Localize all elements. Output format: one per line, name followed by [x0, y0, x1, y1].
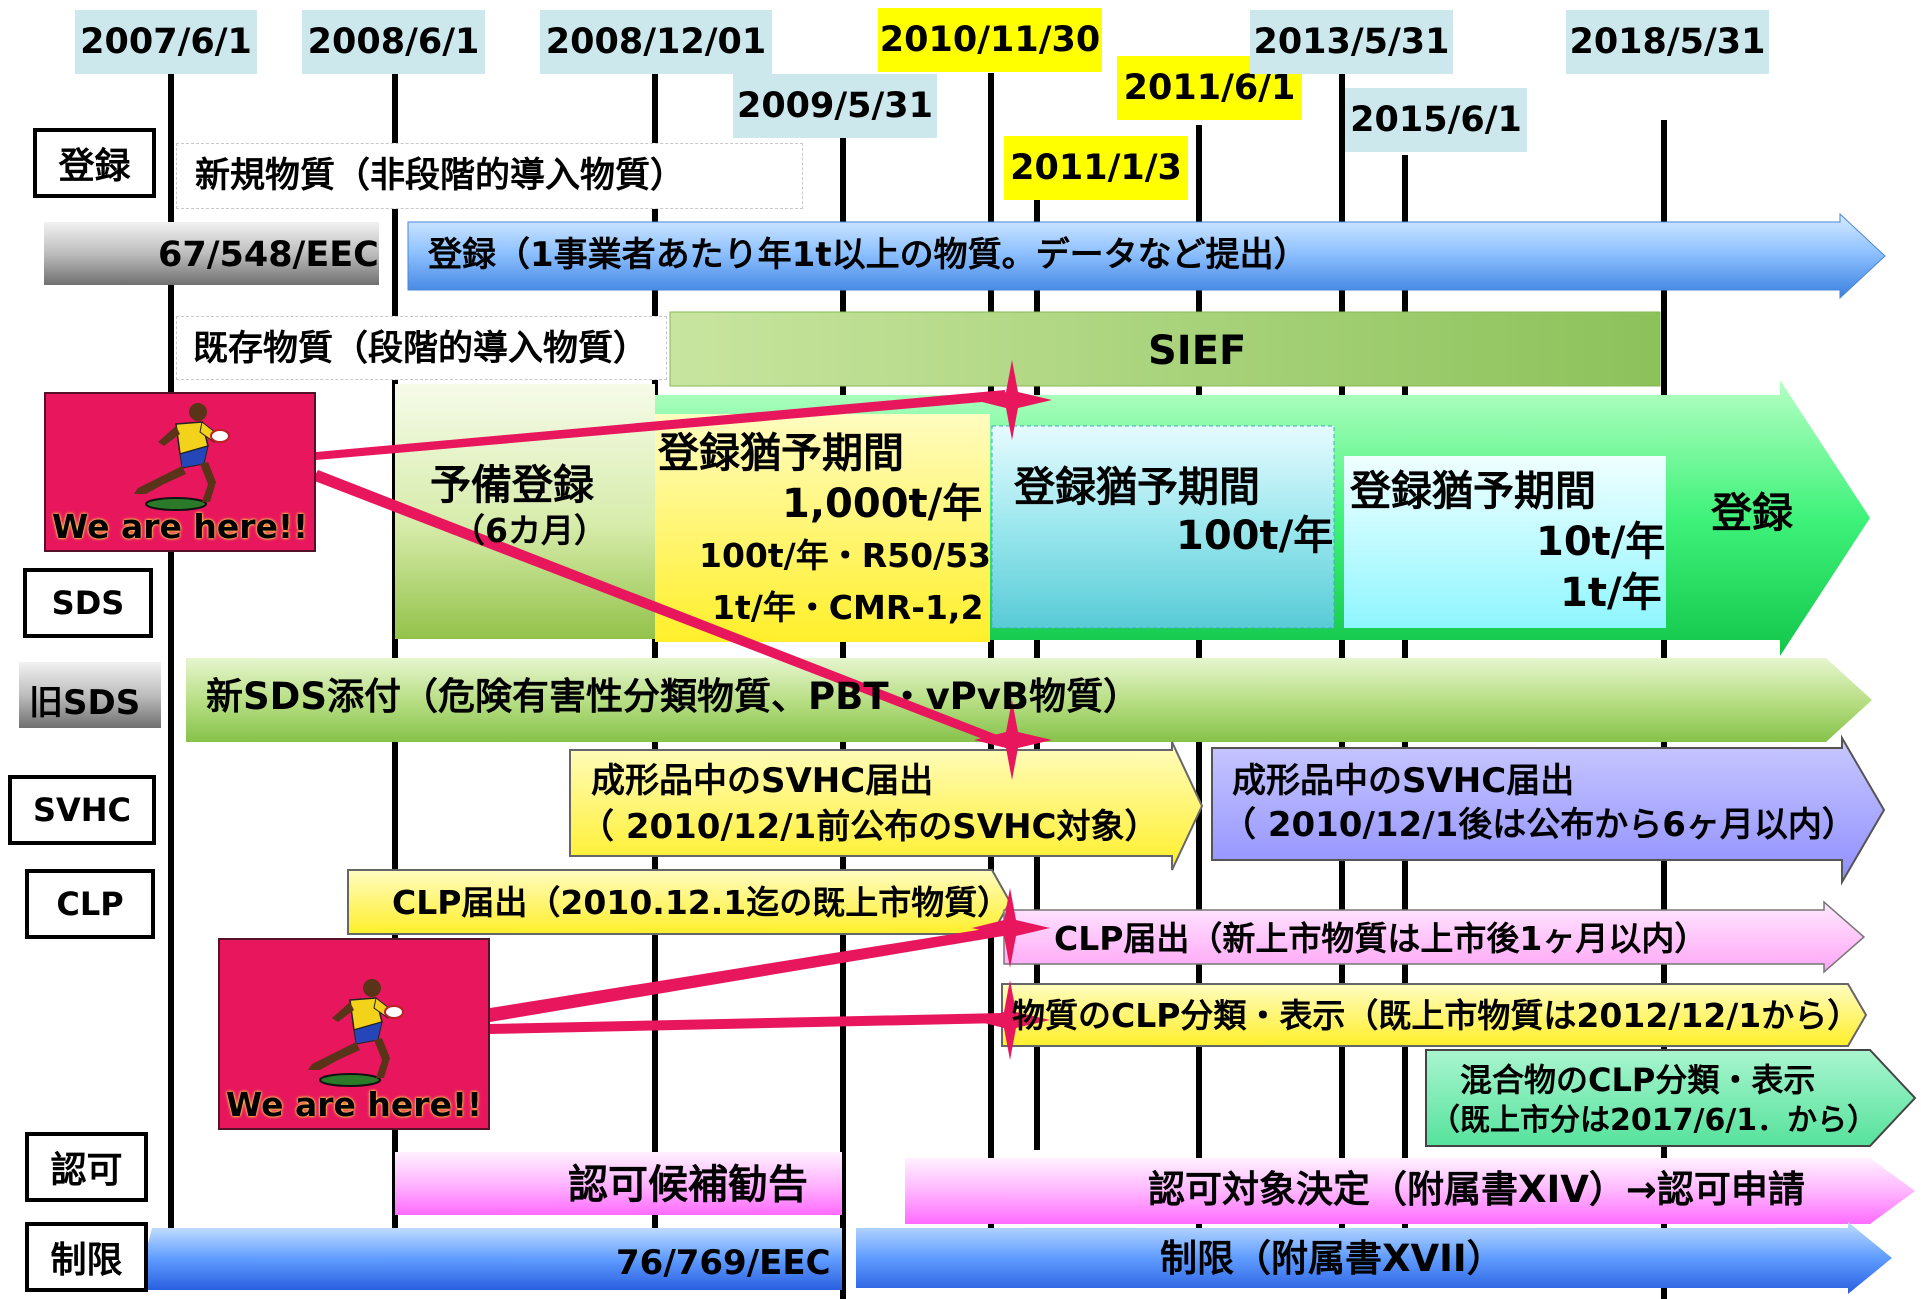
authorization-candidate-shape: [395, 1152, 842, 1215]
authorization-decision-arrow-shape: [905, 1158, 1915, 1224]
clp-classification-arrow-shape: [1001, 983, 1868, 1047]
new-sds-label: 新SDS添付（危険有害性分類物質、PBT・vPvB物質）: [206, 675, 1141, 718]
clp-classification-label: 物質のCLP分類・表示（既上市物質は2012/12/1から）: [1012, 996, 1861, 1035]
registration-arrow-shape: [407, 212, 1886, 300]
new-substances-box: [176, 143, 803, 209]
rugby-player-icon: [308, 979, 404, 1087]
pre-registration-period: （6カ月）: [452, 511, 607, 550]
star-shape: [974, 360, 1052, 440]
row-label-authorization: 認可: [25, 1132, 148, 1202]
old-directive-67-bar: [44, 222, 379, 285]
we-are-here-label: We are here!!: [51, 507, 309, 546]
phase2-tonnage: 100t/年: [1176, 513, 1334, 559]
row-label-clp: CLP: [25, 869, 155, 939]
star-shape: [972, 888, 1050, 968]
restriction-annex-label: 制限（附属書XVII）: [1160, 1237, 1504, 1280]
star-shape: [974, 700, 1052, 780]
clp-existing-label: CLP届出（2010.12.1迄の既上市物質）: [392, 883, 1011, 922]
sief-label: SIEF: [1148, 328, 1247, 374]
date-label: 2008/12/01: [540, 10, 772, 74]
phase1-line2: 100t/年・R50/53: [699, 536, 992, 575]
rugby-player-icon: [134, 403, 230, 511]
phase1-box-shape: [655, 414, 990, 642]
we-are-here-callout-top: We are here!!: [44, 392, 316, 552]
restriction-old-bar-shape: [136, 1228, 842, 1290]
pointer-triangles: [312, 390, 1010, 1034]
phase2-title: 登録猶予期間: [1014, 463, 1260, 511]
registration-arrow-label: 登録（1事業者あたり年1t以上の物質。データなど提出）: [428, 235, 1308, 275]
date-label: 2010/11/30: [878, 8, 1102, 72]
new-substances-label: 新規物質（非段階的導入物質）: [195, 156, 686, 196]
date-label: 2015/6/1: [1345, 88, 1527, 152]
date-label: 2007/6/1: [75, 10, 257, 74]
svhc-before-arrow-shape: [569, 741, 1204, 871]
phase3-title: 登録猶予期間: [1350, 467, 1596, 515]
date-label: 2013/5/31: [1250, 10, 1453, 74]
old-directive-67-label: 67/548/EEC: [158, 235, 379, 275]
final-registration-label: 登録: [1711, 489, 1793, 537]
we-are-here-label: We are here!!: [225, 1085, 483, 1124]
svhc-after-line2: （ 2010/12/1後は公布から6ヶ月以内）: [1222, 805, 1856, 845]
row-label-svhc: SVHC: [8, 775, 156, 845]
phase1-title: 登録猶予期間: [658, 429, 904, 477]
restriction-annex-arrow-shape: [856, 1222, 1892, 1294]
date-label: 2018/5/31: [1566, 10, 1769, 74]
we-are-here-callout-bottom: We are here!!: [218, 938, 490, 1130]
svhc-before-line1: 成形品中のSVHC届出: [591, 761, 934, 801]
clp-new-arrow-shape: [1003, 900, 1866, 974]
clp-mixture-line1: 混合物のCLP分類・表示: [1460, 1061, 1816, 1099]
clp-new-label: CLP届出（新上市物質は上市後1ヶ月以内）: [1054, 919, 1708, 958]
pointer-triangle: [312, 470, 1010, 748]
pre-registration-label: 予備登録: [430, 461, 594, 509]
pointer-triangle: [490, 926, 1003, 1022]
restriction-old-label: 76/769/EEC: [616, 1243, 831, 1283]
phase3-box-shape: [1344, 456, 1666, 628]
row-label-restriction: 制限: [25, 1222, 148, 1292]
existing-substances-box: [176, 316, 667, 380]
svhc-before-line2: （ 2010/12/1前公布のSVHC対象）: [580, 807, 1159, 847]
sief-bar-shape: [669, 311, 1661, 387]
clp-existing-arrow-shape: [347, 869, 1012, 935]
clp-mixture-arrow-shape: [1425, 1049, 1917, 1147]
svhc-after-line1: 成形品中のSVHC届出: [1232, 761, 1575, 801]
pointer-triangle: [490, 1013, 1003, 1034]
star-shape: [972, 980, 1050, 1060]
phase1-line3: 1t/年・CMR-1,2: [712, 588, 984, 627]
authorization-candidate-label: 認可候補勧告: [568, 1162, 808, 1208]
authorization-decision-label: 認可対象決定（附属書XIV）→認可申請: [1148, 1168, 1805, 1211]
sds-arrow-shape: [186, 658, 1872, 742]
date-label: 2009/5/31: [733, 74, 937, 138]
row-label-old-sds: 旧SDS: [29, 683, 141, 723]
pointer-triangle: [316, 390, 1005, 460]
stars: [972, 360, 1052, 1060]
row-label-registration: 登録: [33, 128, 156, 198]
phase1-tonnage: 1,000t/年: [782, 481, 983, 527]
old-sds-bar: [19, 662, 161, 728]
phase3-tonnage1: 10t/年: [1536, 519, 1666, 565]
svhc-after-arrow-shape: [1211, 734, 1886, 886]
existing-substances-label: 既存物質（段階的導入物質）: [193, 329, 649, 369]
row-label-sds: SDS: [23, 568, 153, 638]
date-label: 2008/6/1: [302, 10, 485, 74]
date-label: 2011/1/3: [1004, 136, 1188, 200]
phase2-box-shape: [991, 425, 1335, 629]
phase3-tonnage2: 1t/年: [1560, 570, 1662, 616]
clp-mixture-line2: （既上市分は2017/6/1．から）: [1430, 1103, 1878, 1138]
